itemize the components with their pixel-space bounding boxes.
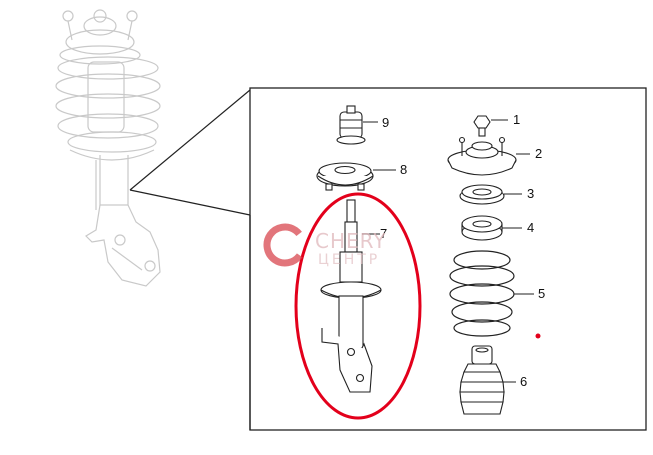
callout-1: 1 bbox=[513, 112, 520, 127]
callout-labels: 1 2 3 4 5 6 7 8 9 bbox=[380, 112, 545, 389]
callout-4: 4 bbox=[527, 220, 534, 235]
marker-dot bbox=[535, 333, 541, 339]
callout-leaders bbox=[362, 119, 534, 383]
callout-8: 8 bbox=[400, 162, 407, 177]
watermark-logo: CHERY ЦЕНТР bbox=[263, 223, 386, 268]
part-1-nut bbox=[473, 115, 491, 137]
part-7-shock-absorber bbox=[320, 199, 382, 393]
part-9-bump-stop bbox=[336, 105, 366, 145]
part-2-top-mount bbox=[447, 136, 517, 176]
callout-9: 9 bbox=[382, 115, 389, 130]
part-6-dust-boot bbox=[459, 345, 505, 415]
watermark-brand: CHERY bbox=[315, 229, 386, 253]
part-4-spring-insulator bbox=[461, 215, 503, 241]
callout-6: 6 bbox=[520, 374, 527, 389]
zoom-leader bbox=[129, 89, 251, 216]
ghost-strut-assembly bbox=[55, 9, 161, 287]
callout-5: 5 bbox=[538, 286, 545, 301]
callout-3: 3 bbox=[527, 186, 534, 201]
callout-2: 2 bbox=[535, 146, 542, 161]
watermark-sub: ЦЕНТР bbox=[318, 252, 380, 268]
highlight-ellipse bbox=[294, 192, 422, 420]
part-3-bearing bbox=[459, 184, 505, 205]
callout-7: 7 bbox=[380, 226, 387, 241]
part-8-spring-seat bbox=[316, 162, 374, 191]
